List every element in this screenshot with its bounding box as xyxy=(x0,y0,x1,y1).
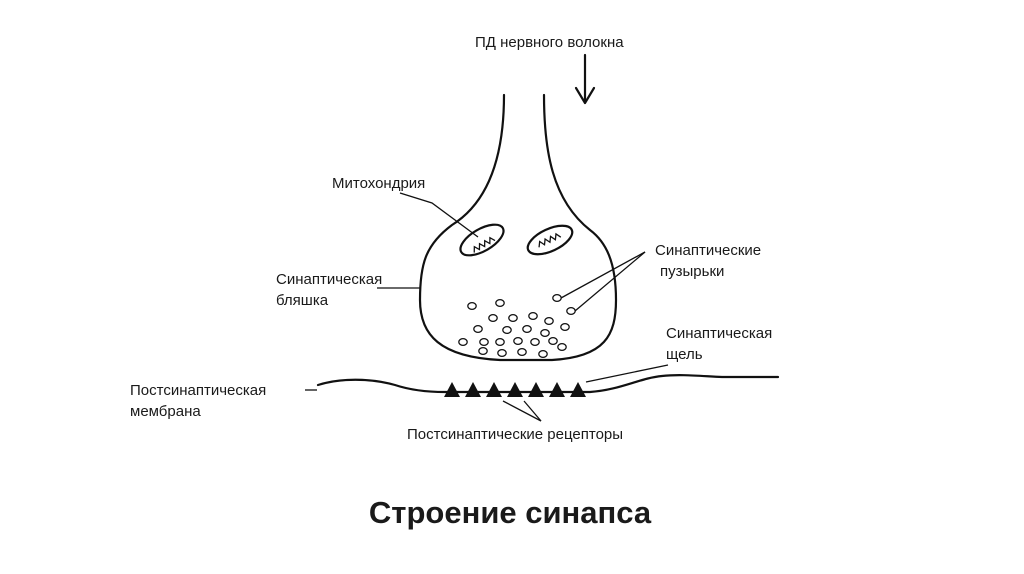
vesicle xyxy=(479,337,489,347)
vesicle xyxy=(540,328,550,338)
synaptic-vesicles-label-line1: Синаптические xyxy=(655,242,761,259)
vesicle xyxy=(557,342,567,352)
vesicle xyxy=(530,337,540,347)
postsynaptic-receptors xyxy=(444,382,586,397)
synaptic-plaque-label-line1: Синаптическая xyxy=(276,271,382,288)
postsynaptic-receptors-label: Постсинаптические рецепторы xyxy=(407,426,623,443)
vesicle xyxy=(538,349,548,359)
presynaptic-terminal xyxy=(418,93,618,362)
postsynaptic-membrane-label-line1: Постсинаптическая xyxy=(130,382,266,399)
postsynaptic-receptors-leader-2 xyxy=(502,400,542,422)
mitochondrion-right xyxy=(526,224,574,256)
synaptic-vesicles-label-line2: пузырьки xyxy=(660,263,724,280)
synaptic-vesicles xyxy=(458,293,576,359)
vesicle xyxy=(517,347,527,357)
vesicle xyxy=(528,311,538,321)
vesicle xyxy=(544,316,554,326)
vesicle xyxy=(495,298,505,308)
vesicle xyxy=(497,348,507,358)
vesicle xyxy=(566,306,576,316)
mitochondrion-left xyxy=(459,223,505,257)
receptor-triangle xyxy=(528,382,544,397)
vesicle xyxy=(495,337,505,347)
receptor-triangle xyxy=(507,382,523,397)
vesicle xyxy=(467,301,477,311)
vesicle xyxy=(478,346,488,356)
vesicle xyxy=(560,322,570,332)
postsynaptic-membrane-label-line2: мембрана xyxy=(130,403,201,420)
vesicle xyxy=(458,337,468,347)
vesicle xyxy=(502,325,512,335)
vesicle xyxy=(513,336,523,346)
postsynaptic-membrane xyxy=(316,374,780,394)
mitochondrion-label: Митохондрия xyxy=(332,175,425,192)
vesicle xyxy=(473,324,483,334)
mitochondrion-leader xyxy=(399,192,479,238)
vesicle xyxy=(508,313,518,323)
receptor-triangle xyxy=(570,382,586,397)
vesicle xyxy=(488,313,498,323)
vesicle xyxy=(522,324,532,334)
synaptic-cleft-label-line1: Синаптическая xyxy=(666,325,772,342)
receptor-triangle xyxy=(444,382,460,397)
synaptic-plaque-label-line2: бляшка xyxy=(276,292,329,309)
synaptic-vesicles-leader-2 xyxy=(574,251,646,312)
page-title: Строение синапса xyxy=(369,495,652,530)
receptor-triangle xyxy=(549,382,565,397)
action-potential-arrow xyxy=(574,53,596,105)
receptor-triangle xyxy=(465,382,481,397)
synaptic-cleft-label-line2: щель xyxy=(666,346,703,363)
postsynaptic-receptors-leader-1 xyxy=(523,400,542,422)
vesicle xyxy=(552,293,562,303)
vesicle xyxy=(548,336,558,346)
synaptic-cleft-leader xyxy=(585,364,669,383)
receptor-triangle xyxy=(486,382,502,397)
action-potential-label: ПД нервного волокна xyxy=(475,34,624,51)
synaptic-vesicles-leader-1 xyxy=(560,251,646,299)
